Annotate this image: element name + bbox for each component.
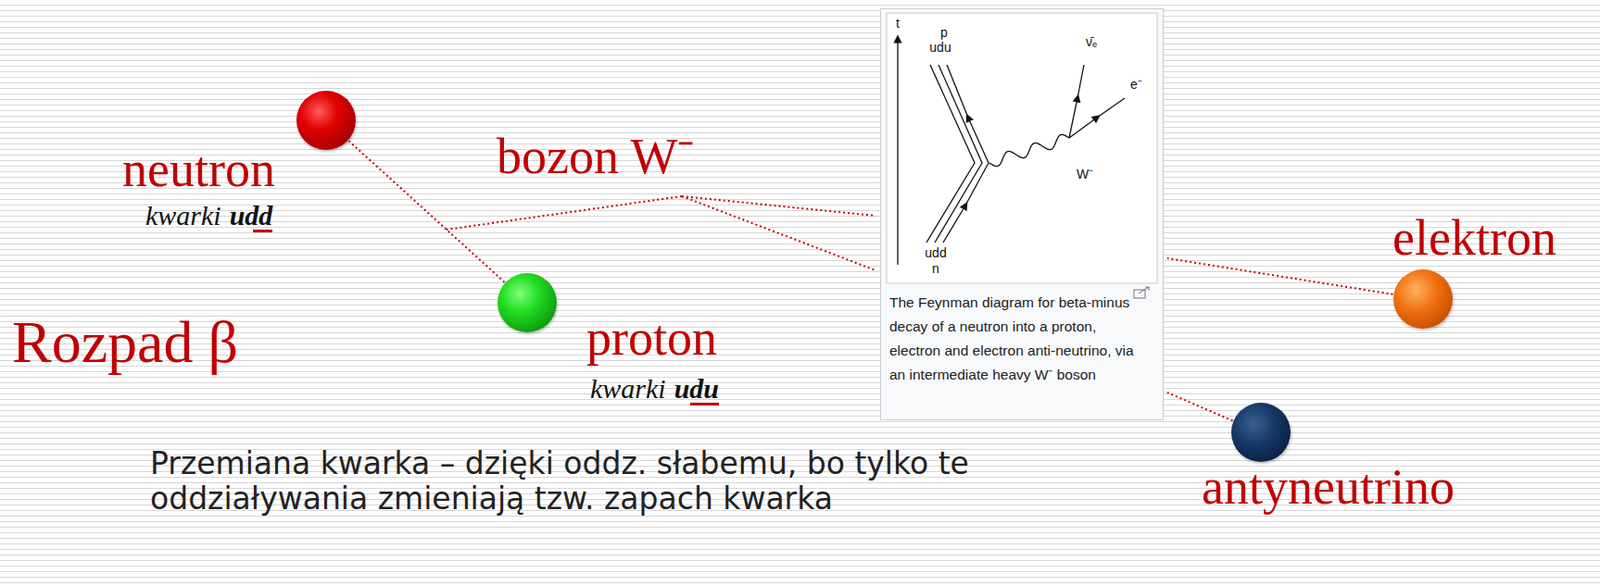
axis-label: t (895, 16, 900, 30)
antineutrino-ball: antyneutrino (1231, 403, 1291, 463)
particle-label: e⁻ (1130, 77, 1143, 91)
quark-caption: kwarki (590, 373, 667, 406)
particle-label: p (940, 25, 948, 39)
leader-line (1167, 392, 1233, 421)
electron-line (1069, 117, 1097, 139)
quark-underline (690, 403, 719, 406)
note-text: Przemiana kwarka – dzięki oddz. słabemu,… (150, 446, 1040, 517)
antineutrino-line (1069, 98, 1078, 139)
particle-name: neutron (122, 140, 276, 199)
particle-name: elektron (1392, 209, 1557, 267)
quark-line (965, 117, 989, 206)
boson-label: bozon W⁻ (496, 127, 694, 186)
leader-line (446, 196, 682, 230)
leader-line (681, 196, 876, 271)
quark-label: udu (929, 40, 951, 54)
leader-line (681, 196, 876, 216)
quark-content: udu (674, 373, 719, 406)
quark-underline (252, 229, 273, 233)
antineutrino-line (1077, 64, 1084, 99)
quark-caption: kwarki (145, 200, 222, 233)
slide-title: Rozpad β (12, 308, 239, 378)
leader-line (348, 140, 504, 283)
figure-caption: The Feynman diagram for beta-minus decay… (889, 290, 1151, 388)
quark-line (946, 64, 969, 118)
quark-content: udd (229, 200, 274, 233)
proton-ball: protonkwarkiudu (497, 273, 557, 333)
electron-line (1096, 98, 1125, 118)
figure-panel (886, 12, 1158, 284)
leader-lines (446, 196, 876, 271)
neutron-ball: neutronkwarkiudd (296, 90, 356, 151)
feynman-figure: The Feynman diagram for beta-minus decay… (880, 8, 1164, 421)
particle-name: proton (586, 309, 718, 367)
quark-line (943, 205, 966, 243)
expand-icon (1133, 287, 1149, 299)
quark-lines (926, 64, 1125, 243)
electron-ball: elektron (1393, 269, 1453, 329)
particle-label: n (932, 262, 940, 276)
quark-label: udd (924, 246, 946, 260)
figure-frame (880, 8, 1164, 421)
particle-label: ν̄ₑ (1085, 35, 1097, 49)
time-axis (896, 38, 898, 265)
w-boson-wave (989, 134, 1070, 166)
quark-line (934, 64, 983, 243)
particle-name: antyneutrino (1201, 458, 1455, 517)
leader-line (1167, 258, 1393, 295)
boson-label: W⁻ (1076, 167, 1094, 181)
